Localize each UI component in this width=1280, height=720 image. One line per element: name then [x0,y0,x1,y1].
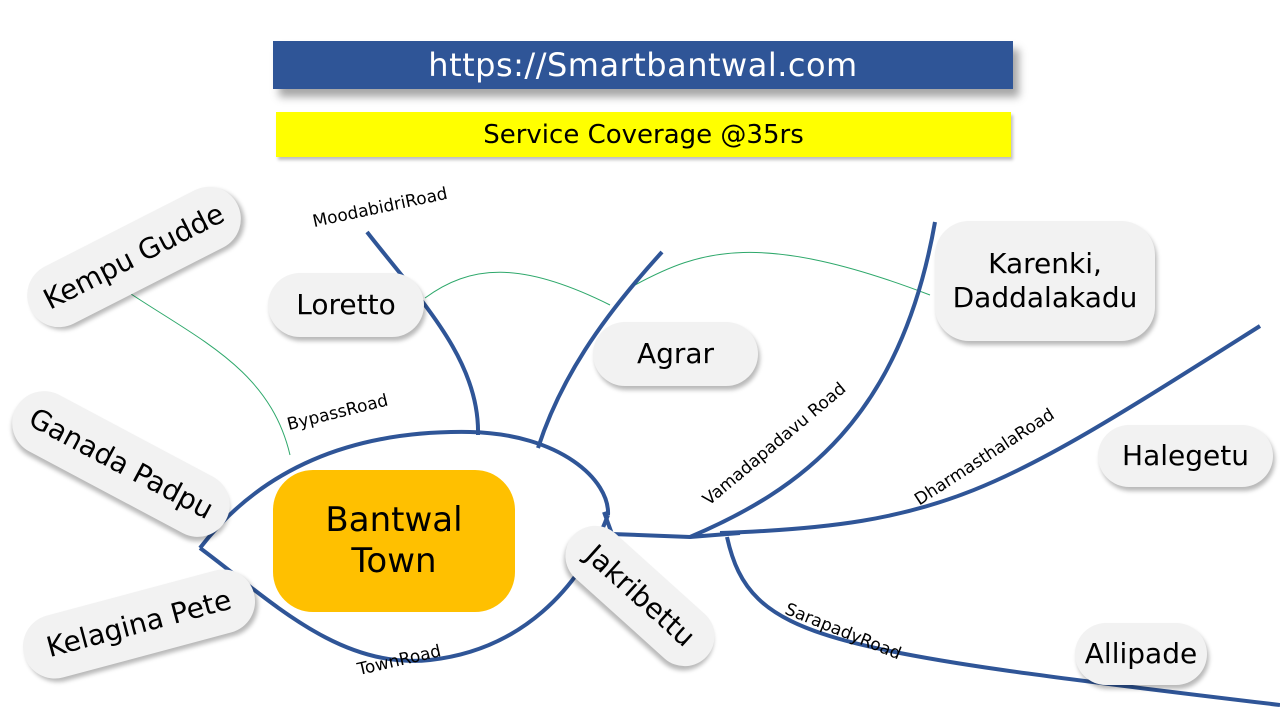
center-label-line1: Bantwal [325,500,463,541]
road-town-lower-loop [198,514,610,663]
place-halegetu[interactable]: Halegetu [1098,425,1273,487]
road-vamadapadavu [689,221,937,539]
place-label: Allipade [1084,637,1198,671]
title-banner: Service Coverage @35rs [276,112,1011,157]
place-label-line2: Daddalakadu [952,281,1138,314]
place-karenki-daddalakadu[interactable]: Karenki, Daddalakadu [935,221,1155,341]
road-dharmasthala [719,324,1262,535]
road-moodabidri [365,230,481,436]
place-allipade[interactable]: Allipade [1075,623,1207,685]
place-loretto[interactable]: Loretto [268,273,424,337]
road-agrar [536,250,664,449]
road-junction [602,511,741,540]
road-bypass-upper-loop [198,429,611,550]
page-title: Service Coverage @35rs [483,119,804,150]
website-url-banner[interactable]: https://Smartbantwal.com [273,41,1013,89]
website-url[interactable]: https://Smartbantwal.com [428,46,858,84]
place-agrar[interactable]: Agrar [593,322,758,386]
place-label: Halegetu [1122,439,1249,473]
center-label-line2: Town [351,541,437,581]
place-label: Loretto [296,288,396,322]
place-label: Agrar [636,337,715,371]
connector-loretto-agrar [424,271,611,306]
place-label-line1: Karenki, [988,247,1102,281]
center-node-bantwal-town[interactable]: Bantwal Town [273,470,515,612]
connector-kempugudde-bypass [127,291,291,456]
connector-agrar-karenki [634,252,931,296]
